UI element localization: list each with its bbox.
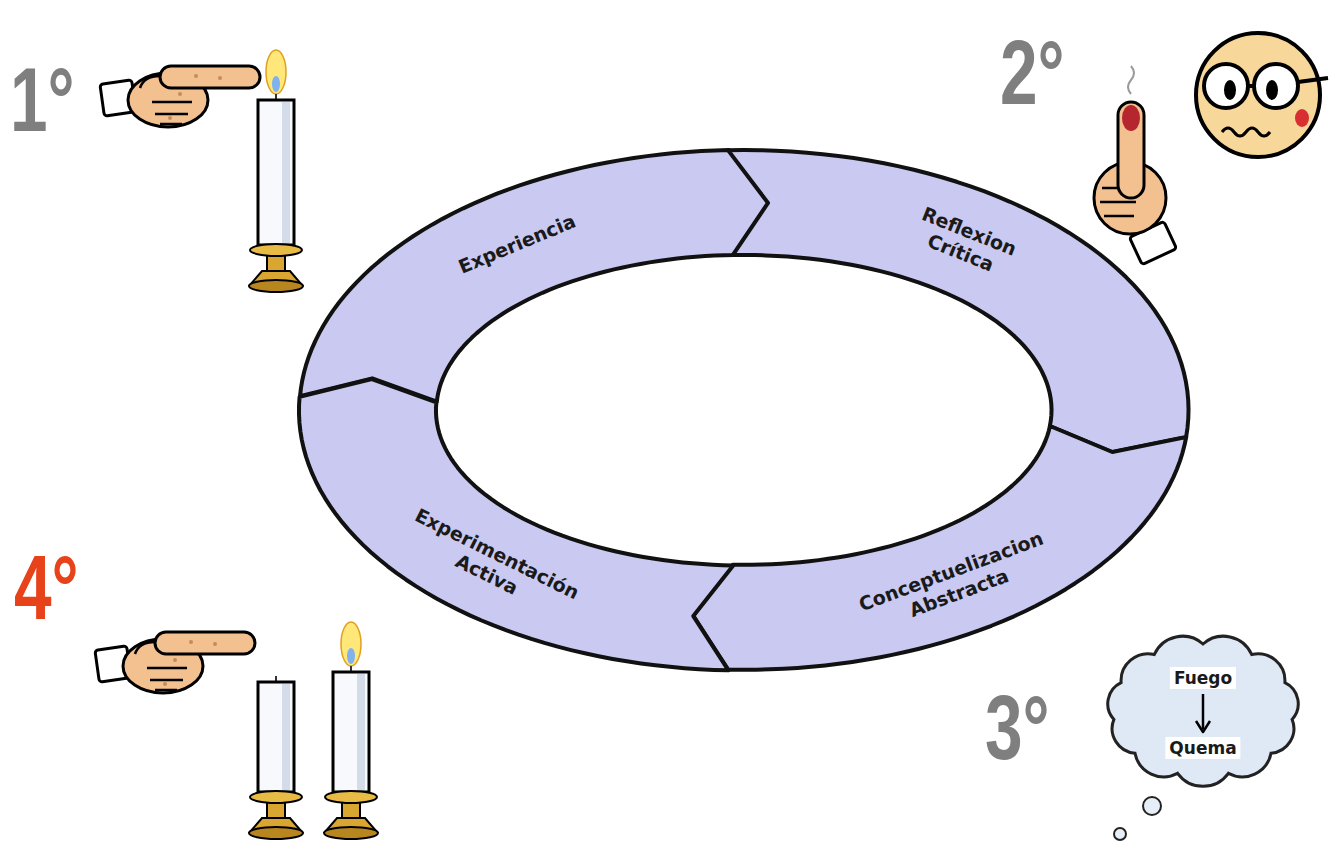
worried-face [1196,33,1328,157]
candle [258,100,294,245]
candle [347,648,355,664]
candle [272,76,280,92]
cloud-outline [1096,620,1310,792]
candle [324,622,378,839]
stage-band [295,375,737,674]
cycle-stage: Experiencia [296,146,773,406]
worried-face [1222,128,1270,136]
callout-number: 1° [10,55,75,145]
arrow-symbol [1202,694,1205,729]
candle [249,280,303,292]
candle [282,102,290,243]
burnt-finger-hand [1128,66,1134,94]
stage-band [300,150,769,402]
burnt-finger-hand [1118,102,1144,198]
stage-band [296,146,773,406]
candle [250,244,302,256]
candle [249,827,303,839]
cycle-stage: Reflexion Crítica [724,146,1193,456]
thought-bubble [1143,797,1161,815]
candle [258,682,294,792]
callout-number: 4° [14,543,79,633]
stage-band [299,379,733,670]
burnt-finger-hand [1094,66,1177,265]
pointing-hand [100,66,260,127]
burnt-finger-hand [1122,105,1140,131]
worried-face [1254,64,1298,108]
cycle-stage: Experimentación Activa [295,375,737,674]
stage-band [693,426,1186,670]
callout-number: 3° [985,683,1050,773]
cloud-outline [1108,636,1298,786]
callout-number: 2° [1000,28,1065,118]
worried-face [1248,84,1254,88]
cycle-stage: Conceptuelizacion Abstracta [689,422,1190,674]
thought-cloud: FuegoQuema [1096,620,1310,792]
candle [357,674,365,790]
candle [341,622,361,666]
candle [266,50,286,94]
worried-face [1224,80,1236,100]
candle [249,50,303,292]
stage-band [724,146,1193,456]
candle [282,684,290,790]
candle [333,672,369,792]
worried-face [1295,109,1309,127]
stage-band [689,422,1190,674]
candle [249,676,303,839]
stage-band [728,150,1189,452]
candle [325,791,377,803]
candle [324,827,378,839]
worried-face [1298,78,1328,82]
thought-text: Quema [1165,737,1240,759]
thought-text: Fuego [1170,667,1236,689]
worried-face [1204,64,1248,108]
pointing-hand [95,632,255,693]
worried-face [1196,33,1320,157]
arrow-symbol [1196,721,1210,732]
thought-bubble [1114,828,1126,840]
worried-face [1266,80,1278,100]
candle [250,791,302,803]
